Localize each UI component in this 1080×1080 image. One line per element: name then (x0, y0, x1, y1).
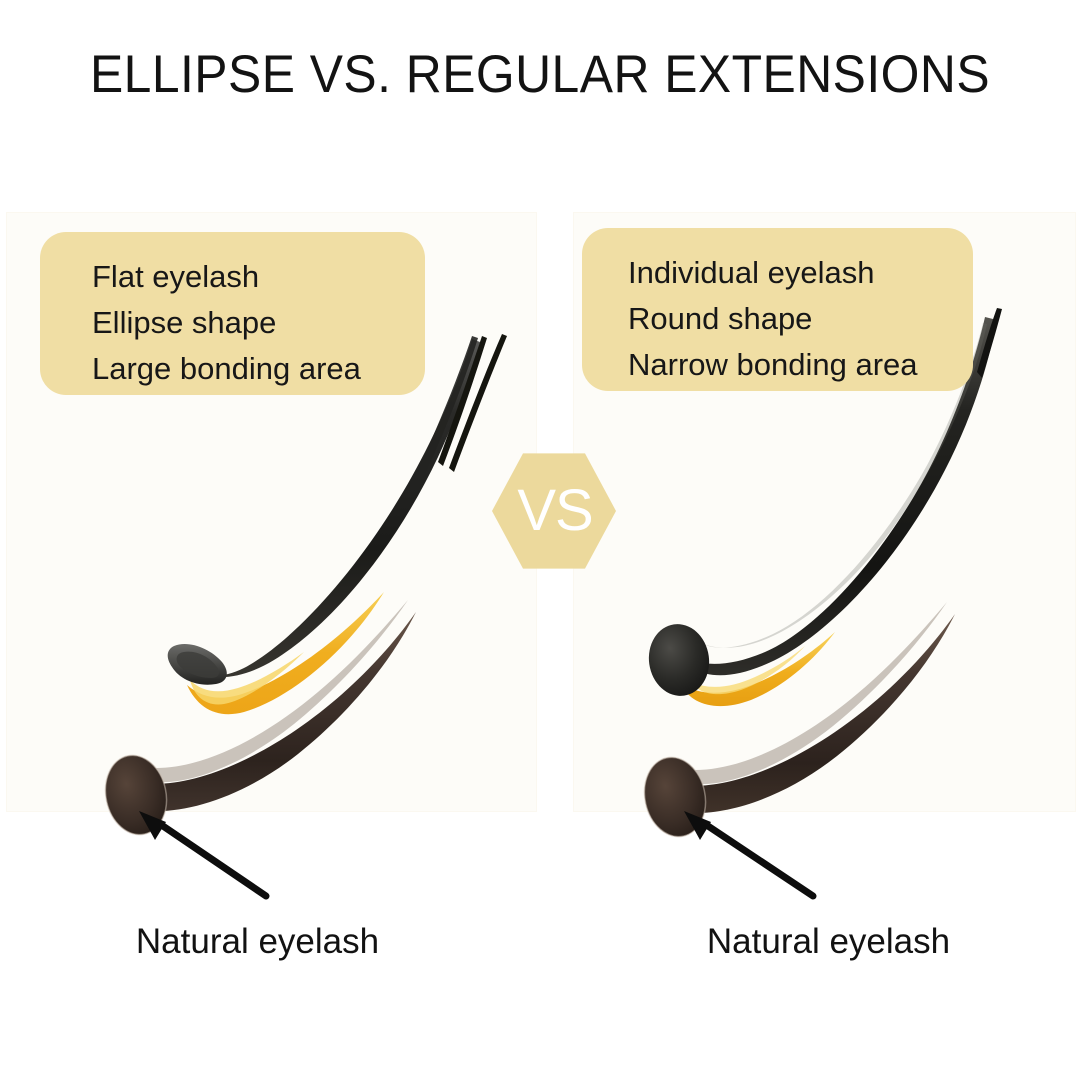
adhesive-highlight-left (190, 652, 304, 705)
flat-extension-body (182, 339, 480, 678)
round-extension-tip (977, 308, 1002, 378)
flat-extension-tip-a (438, 336, 487, 466)
round-extension-highlight (703, 323, 987, 648)
spec-card-regular: Individual eyelash Round shape Narrow bo… (582, 228, 985, 405)
spec-line-3: Narrow bonding area (628, 347, 918, 382)
flat-extension-upper-edge (412, 336, 478, 482)
arrow-up-left-icon (139, 811, 270, 900)
spec-line-2: Round shape (628, 301, 813, 336)
spec-line-3: Large bonding area (92, 351, 361, 386)
callout-label-right: Natural eyelash (706, 922, 951, 961)
round-extension-body (677, 317, 997, 676)
flat-extension-base-highlight (176, 651, 219, 678)
spec-card-ellipse: Flat eyelash Ellipse shape Large bonding… (40, 232, 437, 409)
hexagon-badge-icon (492, 453, 616, 569)
arrow-up-left-icon (684, 811, 817, 900)
callout-natural-eyelash-right: Natural eyelash (573, 800, 1076, 1030)
adhesive-layer-right (681, 632, 835, 707)
flat-extension-tip-b (449, 334, 507, 472)
page-title: ELLIPSE VS. REGULAR EXTENSIONS (89, 45, 991, 104)
natural-lash-base-cap-left (105, 755, 167, 835)
callout-natural-eyelash-left: Natural eyelash (6, 800, 537, 1030)
adhesive-highlight-right (691, 646, 805, 695)
spec-line-2: Ellipse shape (92, 305, 277, 340)
callout-label-left: Natural eyelash (135, 922, 380, 961)
round-extension-base-cap (648, 624, 710, 696)
vs-label: VS (517, 478, 593, 543)
spec-line-1: Individual eyelash (628, 255, 875, 290)
natural-lash-base-rim-right (643, 756, 707, 838)
illustration-flat-ellipse-extension (6, 212, 537, 836)
vs-badge: VS (492, 451, 616, 571)
spec-line-1: Flat eyelash (92, 259, 260, 294)
natural-lash-base-rim-left (104, 754, 168, 836)
